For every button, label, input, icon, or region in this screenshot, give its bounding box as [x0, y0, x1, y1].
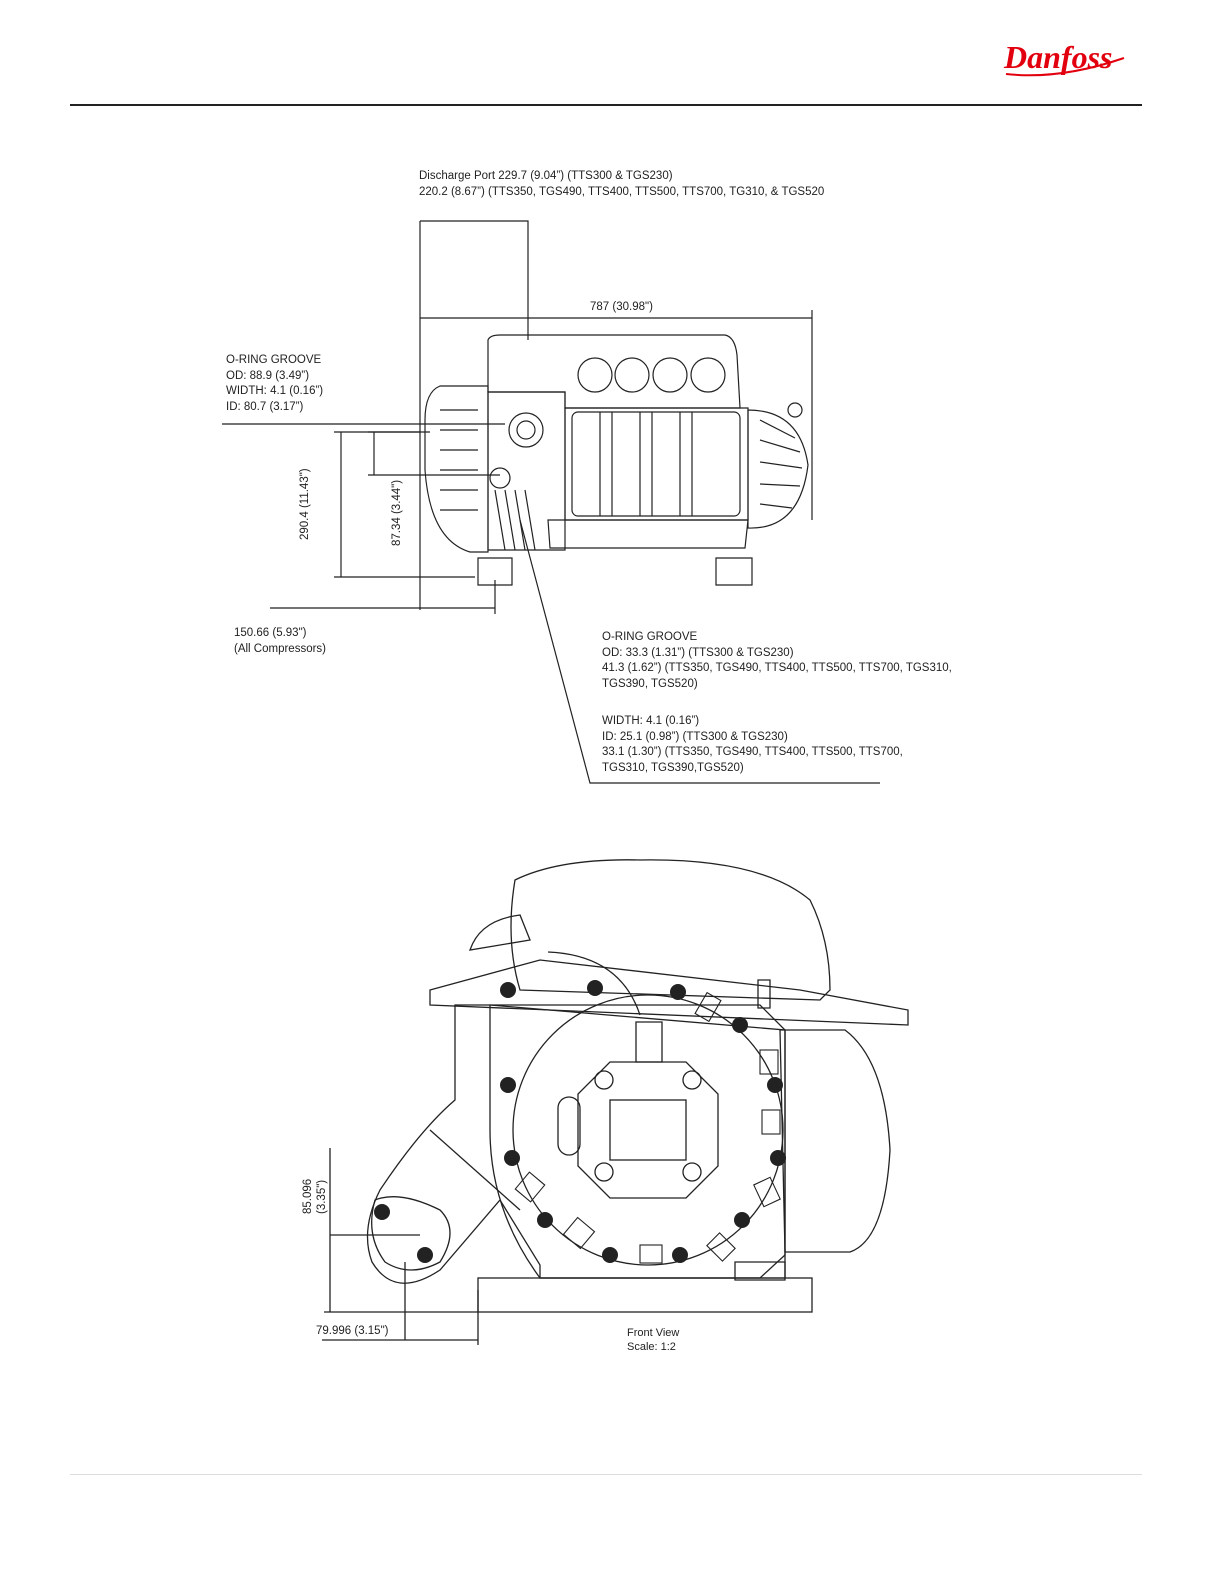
- discharge-oring-groove-label: O-RING GROOVE OD: 33.3 (1.31”) (TTS300 &…: [602, 630, 952, 692]
- front-view-drawing: [322, 859, 909, 1345]
- logo-text: Danfoss: [1003, 39, 1112, 75]
- front-view-caption: Front View Scale: 1:2: [627, 1326, 679, 1354]
- discharge-oring-id2: 33.1 (1.30”) (TTS350, TGS490, TTS400, TT…: [602, 746, 903, 758]
- header-divider: [70, 104, 1142, 106]
- discharge-port-line1: Discharge Port 229.7 (9.04”) (TTS300 & T…: [419, 170, 673, 182]
- suction-oring-od: OD: 88.9 (3.49”): [226, 369, 310, 382]
- suction-oring-width: WIDTH: 4.1 (0.16”): [226, 385, 324, 397]
- footer-divider: [70, 1474, 1142, 1475]
- discharge-oring-od2: 41.3 (1.62”) (TTS350, TGS490, TTS400, TT…: [602, 662, 952, 674]
- front-view-scale: Scale: 1:2: [627, 1341, 676, 1353]
- front-view-bolts: [374, 980, 786, 1263]
- side-view-drawing: [222, 220, 880, 784]
- front-height-inches: (3.35"): [316, 1179, 328, 1214]
- port-height-dimension: 87.34 (3.44"): [391, 479, 403, 546]
- discharge-oring-id1: ID: 25.1 (0.98”) (TTS300 & TGS230): [602, 730, 788, 743]
- discharge-oring-od3: TGS390, TGS520): [602, 677, 698, 690]
- discharge-port-label: Discharge Port 229.7 (9.04”) (TTS300 & T…: [419, 169, 824, 200]
- discharge-port-line2: 220.2 (8.67”) (TTS350, TGS490, TTS400, T…: [419, 185, 825, 198]
- overall-length-dimension: 787 (30.98"): [590, 301, 653, 313]
- offset-dimension-note: (All Compressors): [234, 642, 327, 655]
- height-dimension: 290.4 (11.43"): [299, 468, 311, 540]
- suction-oring-groove-label: O-RING GROOVE OD: 88.9 (3.49”) WIDTH: 4.…: [226, 353, 323, 415]
- front-view-title: Front View: [627, 1327, 680, 1339]
- front-view-flange-tabs: [514, 991, 781, 1264]
- offset-dimension-label: 150.66 (5.93") (All Compressors): [234, 626, 326, 657]
- discharge-oring-title: O-RING GROOVE: [602, 631, 698, 643]
- discharge-oring-size-label: WIDTH: 4.1 (0.16”) ID: 25.1 (0.98”) (TTS…: [602, 714, 903, 776]
- front-height-value: 85.096: [302, 1178, 314, 1214]
- discharge-oring-width: WIDTH: 4.1 (0.16”): [602, 715, 700, 727]
- discharge-oring-id3: TGS310, TGS390,TGS520): [602, 761, 744, 774]
- suction-oring-title: O-RING GROOVE: [226, 354, 322, 366]
- suction-oring-id: ID: 80.7 (3.17”): [226, 400, 304, 413]
- danfoss-logo: Danfoss: [1000, 30, 1130, 84]
- front-width-dimension: 79.996 (3.15"): [316, 1325, 389, 1337]
- discharge-oring-od1: OD: 33.3 (1.31”) (TTS300 & TGS230): [602, 646, 794, 659]
- front-height-dimension: 85.096 (3.35"): [301, 1179, 329, 1214]
- offset-dimension: 150.66 (5.93"): [234, 627, 307, 639]
